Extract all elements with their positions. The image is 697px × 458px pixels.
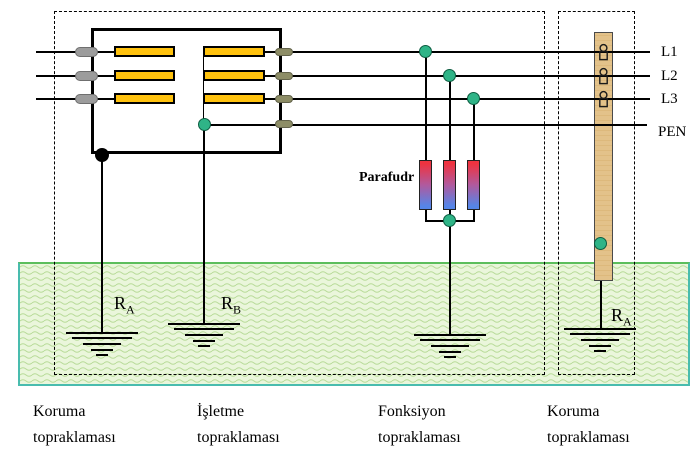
conductor-arrester-l1	[425, 52, 427, 160]
earth-electrode-symbol-protection-right	[564, 328, 636, 352]
caption-line2: topraklaması	[197, 429, 280, 446]
connection-node-l2	[443, 69, 456, 82]
transformer-coil-secondary-3	[203, 93, 265, 104]
label-line-pen: PEN	[658, 124, 687, 140]
connection-node-pole-earth	[594, 237, 607, 250]
line-l1-right-segment	[264, 51, 650, 53]
caption-line2: topraklaması	[378, 429, 461, 446]
earth-electrode-symbol-operational	[168, 323, 240, 347]
transformer-coil-primary-3	[114, 93, 175, 104]
caption-operational-grounding: İşletme topraklaması	[197, 399, 280, 451]
resistance-subscript: B	[233, 302, 242, 317]
caption-line2: topraklaması	[547, 429, 630, 446]
transformer-coil-secondary-2	[203, 70, 265, 81]
label-line-l3: L3	[661, 91, 678, 107]
utility-pole	[594, 32, 613, 281]
terminal-bushing-primary-1	[75, 47, 98, 57]
resistance-symbol: R	[221, 293, 234, 313]
label-surge-arrester: Parafudr	[359, 170, 415, 185]
caption-protection-grounding-right: Koruma topraklaması	[547, 399, 630, 451]
line-l3-right-segment	[264, 98, 650, 100]
terminal-bushing-primary-3	[75, 94, 98, 104]
system-boundary-pole	[558, 11, 635, 375]
connection-node-l3	[467, 92, 480, 105]
conductor-arrester-stub-1	[425, 210, 427, 222]
conductor-protection-earth-left	[101, 155, 103, 333]
connection-node-star-point	[198, 118, 211, 131]
line-l2-right-segment	[264, 75, 650, 77]
connection-node-l1	[419, 45, 432, 58]
terminal-bushing-secondary-l3	[275, 95, 293, 103]
resistance-subscript: A	[126, 302, 135, 317]
insulator-icon-l3	[599, 90, 608, 108]
surge-arrester-3	[467, 160, 480, 210]
earth-hatch-pattern-icon	[20, 264, 688, 384]
earth-ground-area	[18, 262, 690, 386]
terminal-bushing-secondary-pen	[275, 120, 293, 128]
insulator-icon-l1	[599, 43, 608, 61]
surge-arrester-2	[443, 160, 456, 210]
transformer-coil-primary-2	[114, 70, 175, 81]
label-line-l2: L2	[661, 68, 678, 84]
caption-line1: Koruma	[33, 403, 86, 420]
resistance-symbol: R	[611, 305, 624, 325]
conductor-arrester-stub-3	[473, 210, 475, 222]
caption-functional-grounding: Fonksiyon topraklaması	[378, 399, 461, 451]
label-resistance-ra-left: RA	[114, 294, 135, 319]
caption-line1: Fonksiyon	[378, 403, 446, 420]
caption-protection-grounding-left: Koruma topraklaması	[33, 399, 116, 451]
conductor-arrester-l2	[449, 76, 451, 160]
earth-electrode-symbol-functional	[414, 334, 486, 358]
conductor-pole-earth	[600, 281, 602, 329]
conductor-operational-earth	[203, 125, 205, 324]
connection-node-protection-earth	[95, 148, 109, 162]
terminal-bushing-secondary-l2	[275, 72, 293, 80]
caption-line2: topraklaması	[33, 429, 116, 446]
caption-line1: Koruma	[547, 403, 600, 420]
resistance-subscript: A	[623, 314, 632, 329]
star-point-conductor	[203, 52, 204, 124]
terminal-bushing-secondary-l1	[275, 48, 293, 56]
terminal-bushing-primary-2	[75, 71, 98, 81]
caption-line1: İşletme	[197, 403, 245, 420]
system-boundary-main	[54, 11, 545, 375]
conductor-functional-earth	[449, 221, 451, 335]
transformer-coil-primary-1	[114, 46, 175, 57]
transformer-box	[91, 28, 282, 154]
label-resistance-rb: RB	[221, 294, 241, 319]
connection-node-arrester-bus	[443, 214, 456, 227]
label-line-l1: L1	[661, 44, 678, 60]
label-resistance-ra-right: RA	[611, 306, 632, 331]
transformer-coil-secondary-1	[203, 46, 265, 57]
insulator-icon-l2	[599, 67, 608, 85]
conductor-arrester-l3	[473, 99, 475, 160]
earth-electrode-symbol-protection-left	[66, 332, 138, 356]
resistance-symbol: R	[114, 293, 127, 313]
surge-arrester-1	[419, 160, 432, 210]
